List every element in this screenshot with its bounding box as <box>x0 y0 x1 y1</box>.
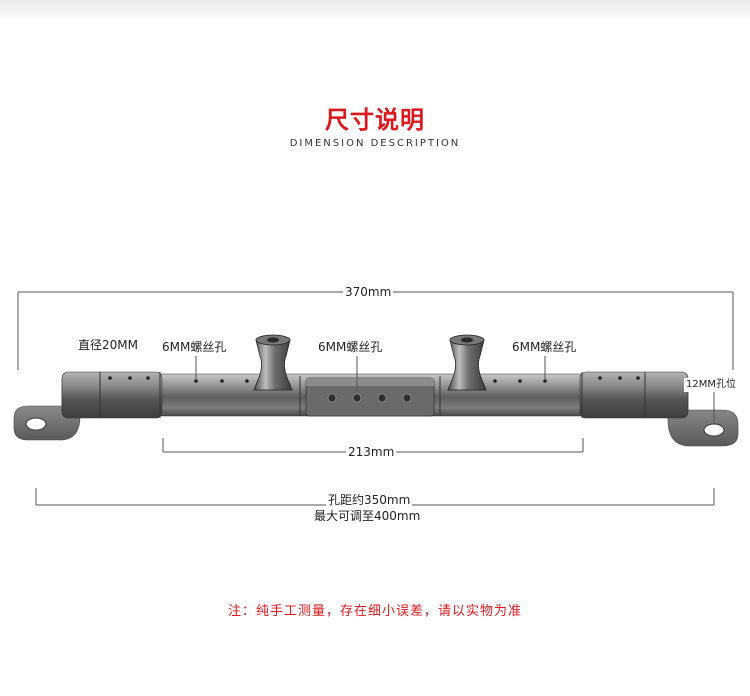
overall-length-label: 370mm <box>343 285 394 299</box>
right-mount-knob <box>447 334 487 391</box>
crossbar-body <box>61 371 689 419</box>
leader-lines <box>195 356 715 422</box>
top-shadow <box>0 0 750 22</box>
hole-distance-label: 孔距约350mm <box>326 493 413 507</box>
left-mount-knob <box>253 334 293 391</box>
dimension-line-370 <box>17 291 734 370</box>
middle-length-label: 213mm <box>346 445 397 459</box>
section-subtitle: DIMENSION DESCRIPTION <box>289 138 461 149</box>
right-mount-bracket <box>667 391 739 447</box>
mount-hole-label: 12MM孔位 <box>684 378 738 392</box>
tube-diameter-label: 直径20MM <box>76 338 140 352</box>
max-adjust-label: 最大可调至400mm <box>312 509 423 523</box>
screw-hole-left-label: 6MM螺丝孔 <box>160 340 229 354</box>
measurement-note: 注：纯手工测量，存在细小误差，请以实物为准 <box>227 604 522 619</box>
screw-hole-right-label: 6MM螺丝孔 <box>510 340 579 354</box>
left-mount-bracket <box>13 391 81 441</box>
screw-hole-center-label: 6MM螺丝孔 <box>316 340 385 354</box>
section-title: 尺寸说明 <box>325 106 425 134</box>
